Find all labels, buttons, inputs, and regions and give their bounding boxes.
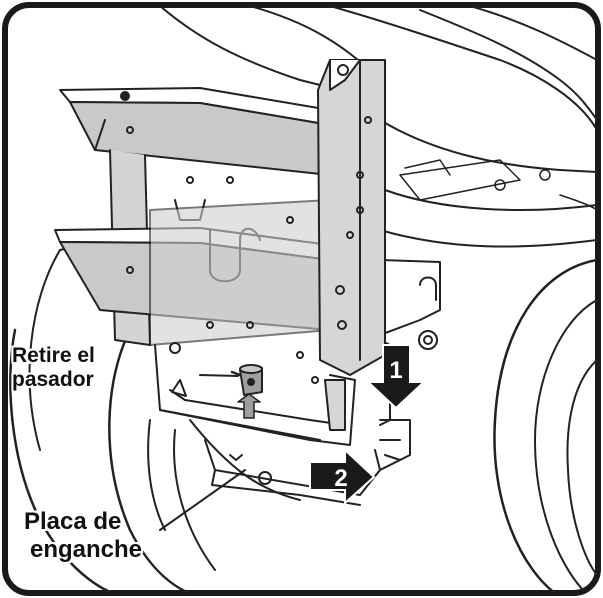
step-1-number: 1	[389, 357, 402, 384]
remove-pin-arrow	[237, 393, 261, 419]
hitch-plate	[204, 419, 411, 506]
rear-tire-right	[493, 258, 597, 592]
step-2-arrow: 2	[309, 447, 376, 506]
attachment-bracket	[54, 59, 386, 446]
step-1-arrow: 1	[365, 344, 427, 410]
mower-body-outline	[159, 6, 597, 248]
pin-leader-line	[199, 374, 239, 377]
remove-pin-label: Retire el pasador	[12, 344, 95, 392]
step-2-number: 2	[334, 465, 347, 492]
hitch-plate-label: Placa de enganche	[24, 508, 142, 563]
remove-pin-label-line1: Retire el	[12, 344, 95, 367]
plate-leader-line	[159, 469, 246, 531]
hitch-plate-label-line1: Placa de	[24, 508, 122, 535]
hitch-plate-label-line2: enganche	[30, 535, 143, 563]
remove-pin-label-line2: pasador	[12, 368, 94, 392]
hitch-pin	[230, 364, 263, 396]
